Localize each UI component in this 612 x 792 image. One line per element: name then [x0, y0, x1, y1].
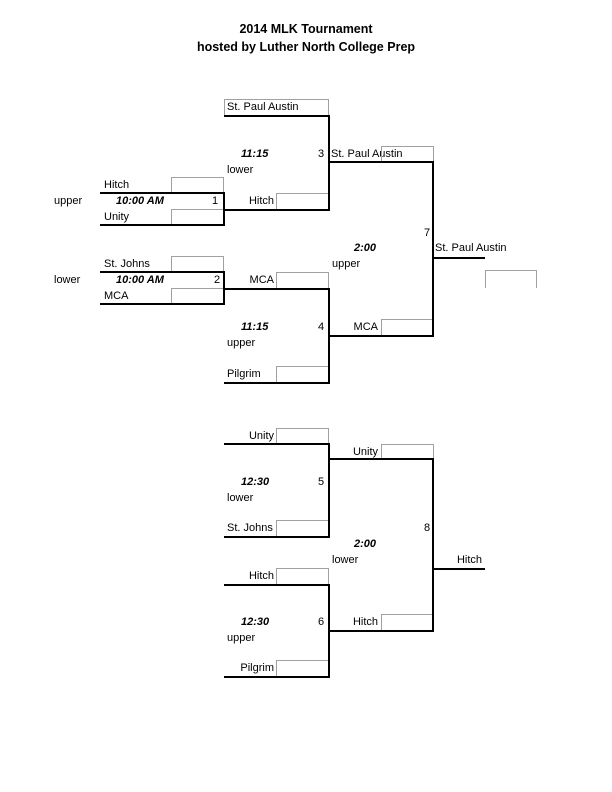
game2-team-bottom: MCA	[104, 290, 129, 302]
game4-winner: MCA	[353, 321, 378, 333]
game1-court: upper	[54, 195, 83, 207]
game5-time: 12:30	[241, 476, 270, 488]
game6-winner-line	[328, 630, 434, 632]
game3-winner-score	[381, 146, 434, 162]
game3-time: 11:15	[241, 148, 269, 160]
game5-connector	[328, 443, 330, 538]
game5-winner-score	[381, 444, 434, 459]
game5-score-bottom	[276, 520, 329, 536]
game8-court: lower	[332, 554, 359, 566]
game6-line-bottom	[224, 676, 330, 678]
game5-number: 5	[318, 476, 325, 488]
game8-time: 2:00	[354, 538, 377, 550]
game3-winner-line	[328, 161, 434, 163]
game5-team-bottom: St. Johns	[227, 522, 273, 534]
game6-score-bottom	[276, 660, 329, 676]
game4-winner-line	[328, 335, 434, 337]
game6-time: 12:30	[241, 616, 270, 628]
game4-line-bottom	[224, 382, 330, 384]
game3-winner: St. Paul Austin	[331, 148, 403, 160]
game4-time: 11:15	[241, 321, 269, 333]
game7-time: 2:00	[354, 242, 377, 254]
game3-team-bottom: Hitch	[248, 195, 274, 207]
game7-number: 7	[424, 227, 431, 239]
game1-score-top	[171, 177, 224, 193]
game1-score-bottom	[171, 209, 224, 225]
game4-score-bottom	[276, 366, 329, 382]
game4-winner-score	[381, 319, 434, 335]
game2-score-top	[171, 256, 224, 272]
game6-line-top	[224, 584, 330, 586]
game7-court: upper	[332, 258, 361, 270]
game7-connector	[432, 161, 434, 337]
game3-team-top: St. Paul Austin	[227, 101, 299, 113]
game5-court: lower	[227, 492, 254, 504]
game2-team-top: St. Johns	[104, 258, 150, 270]
game1-team-top: Hitch	[104, 179, 130, 191]
champion-score-box	[485, 270, 537, 288]
game6-team-bottom: Pilgrim	[240, 662, 274, 674]
game3-score-bottom	[276, 193, 329, 209]
game5-winner-line	[328, 458, 434, 460]
game2-score-bottom	[171, 288, 224, 304]
game8-connector	[432, 458, 434, 632]
game4-score-top	[276, 272, 329, 288]
game3-slot-top	[224, 99, 329, 115]
game1-line-top	[100, 192, 225, 194]
game3-connector	[328, 115, 330, 211]
game4-team-bottom: Pilgrim	[227, 368, 261, 380]
game1-line-bottom	[100, 224, 225, 226]
game1-time: 10:00 AM	[116, 195, 164, 207]
game5-winner: Unity	[352, 446, 378, 458]
game8-number: 8	[424, 522, 431, 534]
game6-team-top: Hitch	[248, 570, 274, 582]
game2-number: 2	[214, 274, 221, 286]
game1-team-bottom: Unity	[104, 211, 130, 223]
game2-court: lower	[54, 274, 81, 286]
game3-line-top	[224, 115, 330, 117]
game5-score-top	[276, 428, 329, 444]
game3-line-bottom	[224, 209, 330, 211]
game4-court: upper	[227, 337, 256, 349]
game2-line-bottom	[100, 303, 225, 305]
game5-team-top: Unity	[248, 430, 274, 442]
game8-winner-line	[433, 568, 485, 570]
game3-number: 3	[318, 148, 325, 160]
game4-line-top	[224, 288, 330, 290]
game4-team-top: MCA	[249, 274, 274, 286]
game7-winner-line	[433, 257, 485, 259]
game7-winner: St. Paul Austin	[435, 242, 507, 254]
tournament-subtitle: hosted by Luther North College Prep	[196, 40, 416, 54]
game6-number: 6	[318, 616, 325, 628]
game6-court: upper	[227, 632, 256, 644]
game1-number: 1	[212, 195, 219, 207]
game2-line-top	[100, 271, 225, 273]
tournament-title: 2014 MLK Tournament	[239, 22, 373, 36]
game5-line-top	[224, 443, 330, 445]
game6-winner-score	[381, 614, 434, 630]
game4-number: 4	[318, 321, 325, 333]
game8-winner: Hitch	[456, 554, 482, 566]
game3-court: lower	[227, 164, 254, 176]
game2-time: 10:00 AM	[116, 274, 164, 286]
game6-winner: Hitch	[352, 616, 378, 628]
game5-line-bottom	[224, 536, 330, 538]
game6-score-top	[276, 568, 329, 584]
